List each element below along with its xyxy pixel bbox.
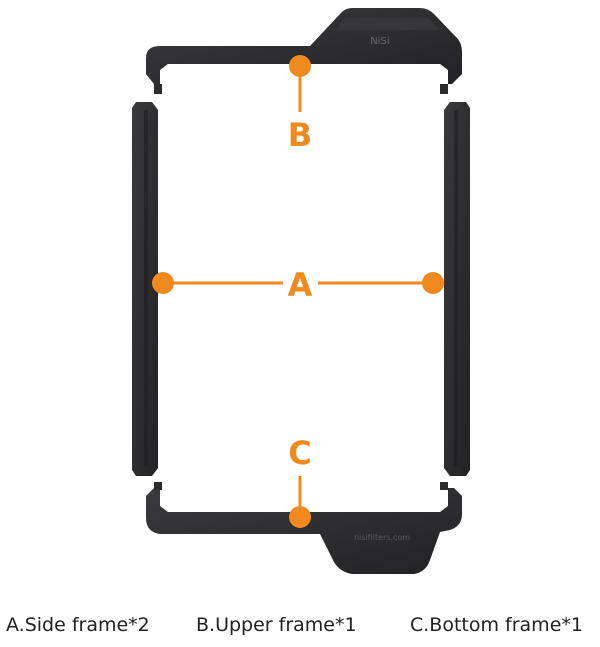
upper-frame: NiSi	[146, 8, 462, 94]
left-side-frame	[132, 102, 158, 476]
logo-engraving: NiSi	[370, 36, 389, 47]
marker-c: C	[288, 434, 312, 528]
caption-side-frame: A.Side frame*2	[6, 614, 150, 636]
marker-b: B	[288, 55, 312, 154]
right-side-frame	[444, 102, 470, 476]
marker-c-dot	[289, 506, 311, 528]
marker-b-label: B	[288, 116, 312, 154]
marker-a-left-dot	[152, 272, 174, 294]
caption-bottom-frame: C.Bottom frame*1	[410, 614, 583, 636]
marker-a-label: A	[288, 266, 313, 304]
bottom-frame: nisifilters.com	[146, 482, 462, 574]
engraving-text: nisifilters.com	[354, 533, 410, 542]
marker-c-label: C	[288, 434, 311, 472]
filter-holder-frame-illustration: NiSi nisifilters.com A B C	[132, 8, 470, 574]
caption-upper-frame: B.Upper frame*1	[196, 614, 357, 636]
captions-row: A.Side frame*2 B.Upper frame*1 C.Bottom …	[0, 614, 600, 644]
marker-a: A	[152, 266, 444, 304]
marker-a-right-dot	[422, 272, 444, 294]
